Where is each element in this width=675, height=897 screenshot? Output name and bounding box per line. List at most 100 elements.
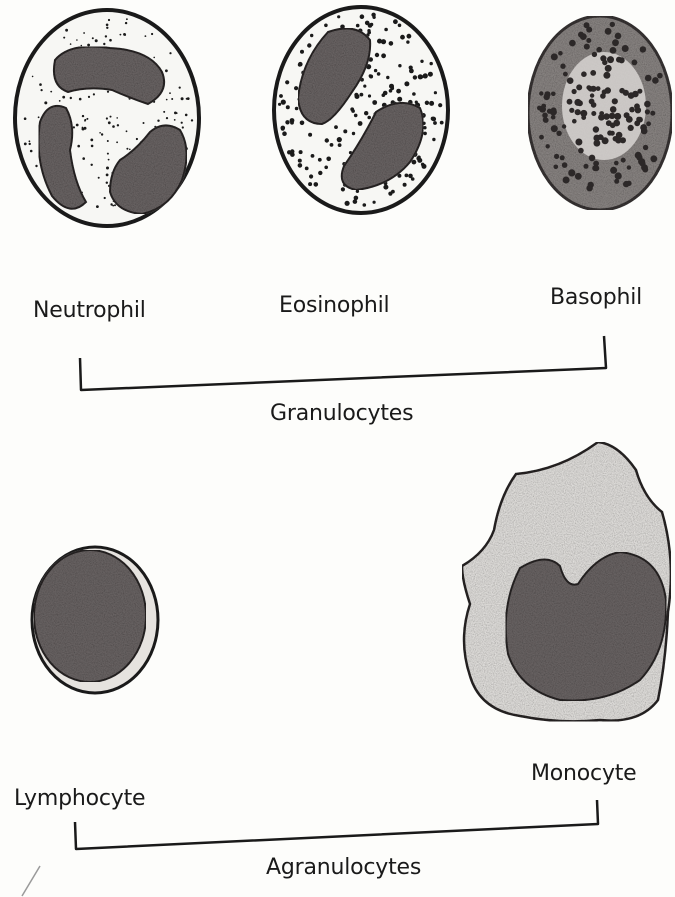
granule-dot [430, 62, 433, 65]
basophil-label: Basophil [550, 287, 642, 309]
granule-dot [551, 53, 558, 60]
granule-dot [600, 93, 606, 99]
granule-dot [300, 121, 305, 126]
granule-dot [610, 47, 617, 54]
granule-dot [590, 93, 594, 97]
granule-dot [120, 34, 122, 36]
granule-dot [324, 24, 328, 28]
granule-dot [314, 182, 319, 187]
granule-dot [360, 93, 364, 97]
granule-dot [373, 201, 376, 204]
granule-dot [389, 41, 394, 46]
granule-dot [563, 72, 568, 77]
granule-dot [584, 44, 590, 50]
granule-dot [86, 118, 88, 120]
granule-dot [294, 86, 298, 90]
granule-dot [325, 138, 329, 142]
granule-dot [644, 101, 651, 108]
granule-dot [290, 118, 295, 123]
granule-dot [569, 108, 574, 113]
granule-dot [596, 86, 601, 91]
granule-dot [35, 165, 37, 167]
agranulocytes-bracket [75, 800, 598, 849]
granule-dot [369, 75, 373, 79]
granule-dot [554, 154, 559, 159]
granule-dot [616, 132, 623, 139]
eosinophil-cell [274, 7, 448, 213]
granule-dot [79, 98, 82, 101]
granule-dot [551, 125, 558, 132]
granule-dot [281, 127, 285, 131]
granule-dot [337, 15, 340, 18]
granule-dot [191, 119, 193, 121]
granule-dot [29, 143, 31, 145]
granule-dot [388, 192, 392, 196]
granule-dot [95, 39, 98, 42]
granule-dot [91, 164, 93, 166]
granule-dot [169, 52, 171, 54]
granule-dot [108, 19, 110, 21]
monocyte-cell [462, 442, 671, 721]
granule-dot [84, 120, 86, 122]
granule-dot [41, 89, 43, 91]
granule-dot [612, 98, 618, 104]
granule-dot [59, 100, 61, 102]
granule-dot [181, 97, 184, 100]
granule-dot [298, 163, 303, 168]
granule-dot [309, 174, 313, 178]
granule-dot [300, 50, 304, 54]
granule-dot [556, 131, 561, 136]
granule-dot [422, 164, 427, 169]
granule-dot [117, 124, 119, 126]
granule-dot [24, 143, 27, 146]
granule-dot [405, 174, 409, 178]
granule-dot [165, 69, 168, 72]
granule-dot [578, 148, 584, 154]
granule-dot [73, 126, 75, 128]
granule-dot [558, 51, 563, 56]
granule-dot [308, 182, 312, 186]
granule-dot [103, 43, 105, 45]
granule-dot [356, 24, 360, 28]
granule-dot [324, 166, 328, 170]
granule-dot [650, 111, 655, 116]
granule-dot [575, 109, 581, 115]
granule-dot [614, 161, 619, 166]
granule-dot [116, 117, 118, 119]
granule-dot [171, 98, 173, 100]
granule-dot [77, 145, 80, 148]
granule-dot [98, 177, 100, 179]
granule-dot [623, 181, 629, 187]
lymphocyte-cell [32, 547, 158, 693]
granule-dot [123, 33, 126, 36]
granule-dot [400, 35, 405, 40]
granule-dot [603, 72, 610, 79]
granule-dot [586, 185, 592, 191]
granule-dot [299, 150, 303, 154]
granulocytes-bracket [80, 336, 606, 390]
granule-dot [614, 179, 619, 184]
granule-dot [386, 76, 389, 79]
granule-dot [537, 106, 542, 111]
granule-dot [632, 60, 638, 66]
granule-dot [29, 140, 31, 142]
granule-dot [126, 130, 128, 132]
granule-dot [368, 94, 371, 97]
granule-dot [90, 139, 93, 142]
granule-dot [645, 75, 652, 82]
granule-dot [186, 98, 188, 100]
granule-dot [295, 107, 299, 111]
granule-dot [107, 140, 109, 142]
eosinophil-label: Eosinophil [279, 295, 389, 317]
granule-dot [607, 56, 614, 63]
granule-dot [101, 133, 103, 135]
granule-dot [112, 125, 115, 128]
granule-dot [598, 134, 604, 140]
granule-dot [390, 86, 394, 90]
granule-dot [70, 43, 72, 45]
granule-dot [91, 145, 94, 148]
granule-dot [593, 126, 599, 132]
granule-dot [433, 121, 437, 125]
granule-dot [151, 33, 153, 35]
